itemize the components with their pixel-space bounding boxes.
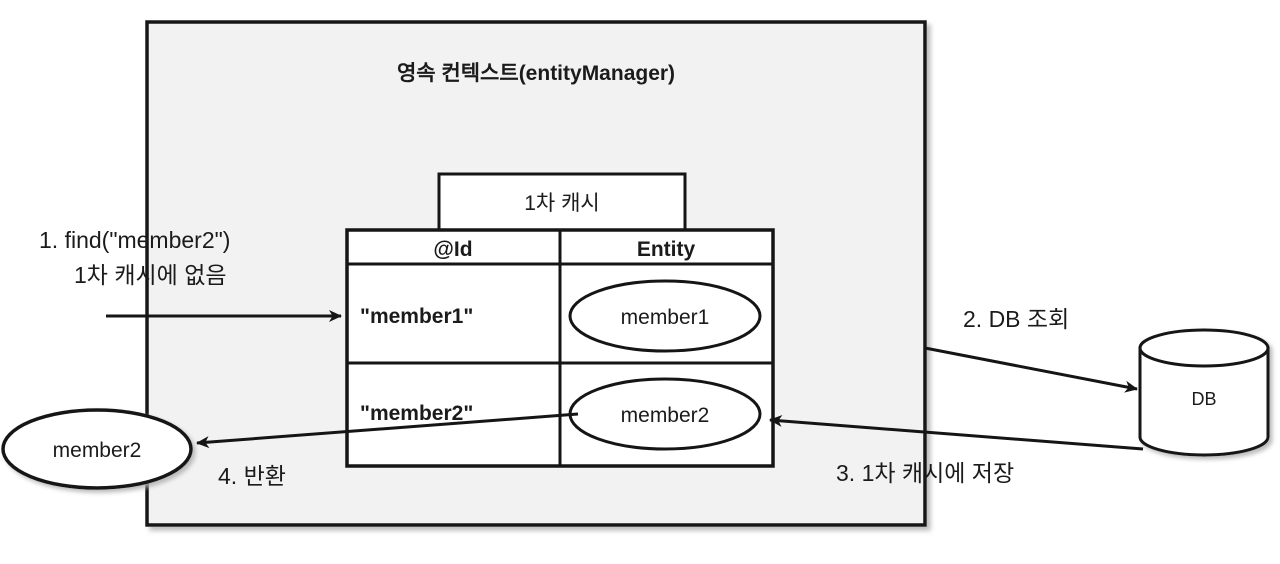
table-cell-id: "member2": [360, 402, 473, 425]
returned-entity-ellipse: [1, 408, 193, 490]
table-row: "member1" member1: [360, 279, 762, 353]
table-cell-id: "member1": [360, 305, 473, 328]
table-column-header-id: @Id: [433, 238, 472, 261]
page-title: 영속 컨텍스트(entityManager): [397, 62, 675, 85]
arrow-db-query: [924, 346, 1138, 393]
entity-ellipse-label: member1: [621, 306, 710, 329]
table-column-header-entity: Entity: [637, 238, 696, 261]
returned-entity-label: member2: [53, 439, 142, 462]
step-label-line2: 1차 캐시에 없음: [74, 262, 227, 288]
step-label-line1: 1. find("member2"): [39, 227, 230, 253]
cache-tab-box: [437, 172, 687, 233]
step-label-4: 4. 반환: [218, 463, 286, 489]
database-label: DB: [1191, 389, 1216, 409]
entity-ellipse-label: member2: [621, 404, 710, 427]
step-label-2: 2. DB 조회: [963, 306, 1069, 332]
step-label-1: 1. find("member2") 1차 캐시에 없음: [39, 227, 230, 288]
arrow-store-in-cache: [769, 414, 1144, 451]
step-label-3: 3. 1차 캐시에 저장: [836, 460, 1014, 486]
entity-ellipse-member1: [568, 279, 762, 353]
cache-tab-label: 1차 캐시: [524, 192, 599, 215]
arrow-return-entity: [196, 412, 579, 449]
database-cylinder: [1138, 328, 1270, 457]
table-row: "member2" member2: [360, 377, 762, 451]
